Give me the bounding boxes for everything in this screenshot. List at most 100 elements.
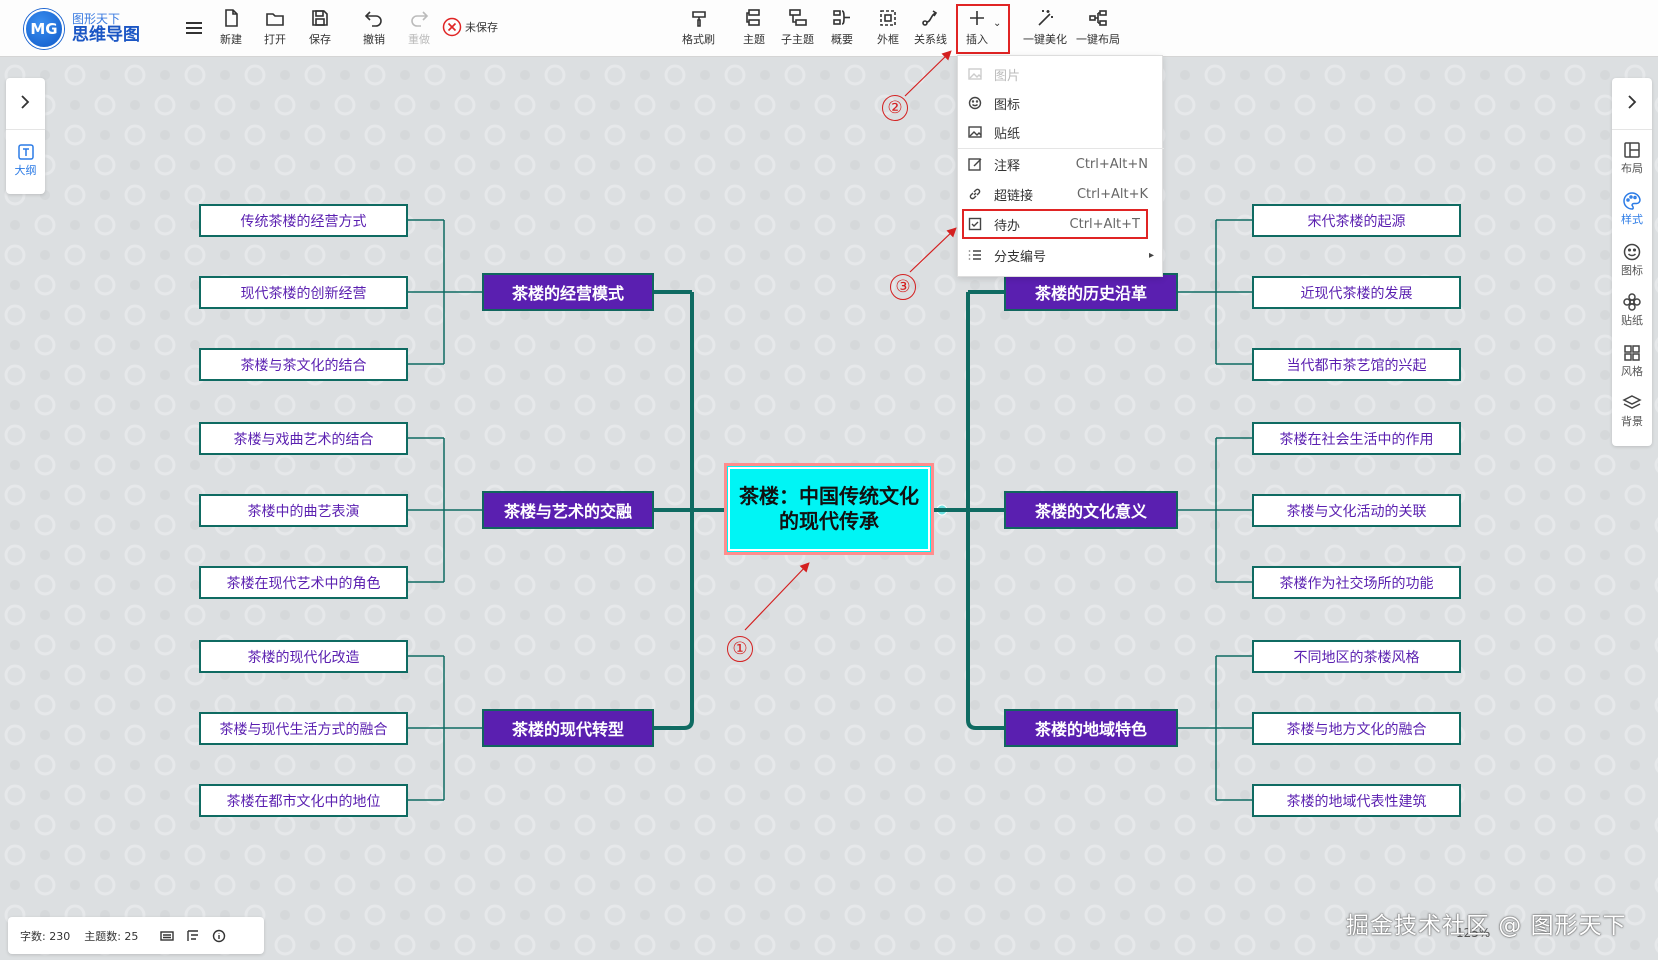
panel-divider <box>6 129 45 130</box>
connector-line <box>966 292 1004 730</box>
zoom-level: 125% <box>1456 926 1491 940</box>
checkbox-icon <box>968 217 982 231</box>
layers-icon <box>1622 395 1642 409</box>
subtopic[interactable]: 茶楼在社会生活中的作用 <box>1252 422 1461 455</box>
side-layout-button[interactable]: 布局 <box>1612 140 1652 176</box>
summary-button[interactable]: 概要 <box>831 8 853 47</box>
menu-item-image[interactable]: 图片 <box>958 60 1164 88</box>
format-brush-button[interactable]: 格式刷 <box>682 8 715 47</box>
save-icon <box>312 10 328 26</box>
side-icon-button[interactable]: 图标 <box>1612 242 1652 278</box>
save-button[interactable]: 保存 <box>309 8 331 47</box>
menu-item-hyperlink[interactable]: 超链接 Ctrl+Alt+K <box>958 180 1164 208</box>
subtopic[interactable]: 茶楼与地方文化的融合 <box>1252 712 1461 745</box>
open-button[interactable]: 打开 <box>264 8 286 47</box>
subtopic[interactable]: 宋代茶楼的起源 <box>1252 204 1461 237</box>
subtopic[interactable]: 茶楼的现代化改造 <box>199 640 408 673</box>
menu-item-branch-numbering[interactable]: 分支编号 ▸ <box>958 241 1164 269</box>
relation-line-icon <box>921 10 937 26</box>
insert-dropdown-menu: 图片 图标 贴纸 注释 Ctrl+Alt+N 超链接 Ctrl+Alt+K 待办… <box>957 55 1164 277</box>
note-edit-icon <box>968 157 982 171</box>
side-theme-button[interactable]: 风格 <box>1612 343 1652 379</box>
callout-1: ① <box>727 636 753 662</box>
left-side-panel: 大纲 <box>6 78 45 194</box>
error-circle-icon <box>442 17 462 37</box>
outline-icon <box>17 144 34 160</box>
subtopic[interactable]: 当代都市茶艺馆的兴起 <box>1252 348 1461 381</box>
info-icon[interactable] <box>212 929 226 943</box>
topic-button[interactable]: 主题 <box>743 8 765 47</box>
subtopic[interactable]: 茶楼在都市文化中的地位 <box>199 784 408 817</box>
main-topic[interactable]: 茶楼的经营模式 <box>482 273 654 311</box>
smiley-icon <box>1623 243 1641 261</box>
insert-button[interactable]: 插入 <box>966 8 988 47</box>
image-icon <box>968 67 982 81</box>
subtopic[interactable]: 茶楼作为社交场所的功能 <box>1252 566 1461 599</box>
subtopic[interactable]: 传统茶楼的经营方式 <box>199 204 408 237</box>
subtopic[interactable]: 现代茶楼的创新经营 <box>199 276 408 309</box>
magic-wand-icon <box>1038 10 1053 26</box>
main-topic[interactable]: 茶楼与艺术的交融 <box>482 491 654 529</box>
main-topic[interactable]: 茶楼的地域特色 <box>1004 709 1178 747</box>
subtopic-button[interactable]: 子主题 <box>781 8 814 47</box>
expand-chevron-icon[interactable] <box>17 94 33 114</box>
folder-icon <box>266 13 284 26</box>
one-click-beautify-button[interactable]: 一键美化 <box>1023 8 1067 47</box>
root-topic[interactable]: 茶楼：中国传统文化的现代传承 <box>724 463 934 555</box>
boundary-icon <box>880 10 896 26</box>
boundary-button[interactable]: 外框 <box>877 8 899 47</box>
main-topic[interactable]: 茶楼的现代转型 <box>482 709 654 747</box>
structure-icon[interactable] <box>186 929 200 943</box>
subtopic[interactable]: 不同地区的茶楼风格 <box>1252 640 1461 673</box>
subtopic-icon <box>788 9 807 26</box>
grid-icon <box>1624 345 1640 361</box>
redo-button[interactable]: 重做 <box>408 8 430 47</box>
one-click-layout-button[interactable]: 一键布局 <box>1076 8 1120 47</box>
subtopic[interactable]: 茶楼与文化活动的关联 <box>1252 494 1461 527</box>
word-count: 字数: 230 <box>20 929 71 943</box>
main-topic[interactable]: 茶楼的文化意义 <box>1004 491 1178 529</box>
format-brush-icon <box>691 11 706 27</box>
side-style-button[interactable]: 样式 <box>1612 191 1652 227</box>
expand-chevron-icon[interactable] <box>1624 94 1640 114</box>
flower-icon <box>1623 293 1641 311</box>
link-icon <box>968 187 982 201</box>
side-background-button[interactable]: 背景 <box>1612 393 1652 429</box>
outline-button[interactable]: 大纲 <box>6 142 45 178</box>
layout-panel-icon <box>1624 142 1640 158</box>
keyboard-icon[interactable] <box>160 929 175 943</box>
subtopic[interactable]: 茶楼与茶文化的结合 <box>199 348 408 381</box>
new-file-icon <box>225 9 238 27</box>
subtopic[interactable]: 茶楼的地域代表性建筑 <box>1252 784 1461 817</box>
menu-divider <box>958 148 1164 149</box>
menu-item-todo[interactable]: 待办 Ctrl+Alt+T <box>962 209 1148 239</box>
unsaved-indicator: 未保存 <box>442 17 498 37</box>
menu-item-note[interactable]: 注释 Ctrl+Alt+N <box>958 150 1164 178</box>
undo-button[interactable]: 撤销 <box>363 8 385 47</box>
hamburger-menu-icon[interactable] <box>184 18 204 42</box>
subtopic[interactable]: 茶楼与戏曲艺术的结合 <box>199 422 408 455</box>
app-logo: MG 图形天下 思维导图 <box>24 9 140 49</box>
subtopic[interactable]: 茶楼中的曲艺表演 <box>199 494 408 527</box>
palette-icon <box>1623 192 1641 210</box>
chevron-down-icon[interactable]: ⌄ <box>993 18 1002 29</box>
status-bar: 字数: 230 主题数: 25 <box>8 917 264 954</box>
subtopic[interactable]: 茶楼在现代艺术中的角色 <box>199 566 408 599</box>
plus-icon <box>970 11 984 25</box>
main-topic[interactable]: 茶楼的历史沿革 <box>1004 273 1178 311</box>
smiley-icon <box>968 96 982 110</box>
toolbar: MG 图形天下 思维导图 新建 打开 保存 撤销 重做 未保存 格式刷 主题 <box>0 0 1658 57</box>
menu-item-sticker[interactable]: 贴纸 <box>958 118 1164 146</box>
numbered-list-icon <box>968 248 982 262</box>
menu-item-icon[interactable]: 图标 <box>958 89 1164 117</box>
side-sticker-button[interactable]: 贴纸 <box>1612 292 1652 328</box>
subtopic[interactable]: 茶楼与现代生活方式的融合 <box>199 712 408 745</box>
sticker-icon <box>968 125 982 139</box>
subtopic[interactable]: 近现代茶楼的发展 <box>1252 276 1461 309</box>
panel-divider <box>1612 129 1652 130</box>
right-side-panel: 布局 样式 图标 贴纸 风格 背景 <box>1612 78 1652 446</box>
callout-2: ② <box>882 95 908 121</box>
relation-line-button[interactable]: 关系线 <box>914 8 947 47</box>
new-button[interactable]: 新建 <box>220 8 242 47</box>
